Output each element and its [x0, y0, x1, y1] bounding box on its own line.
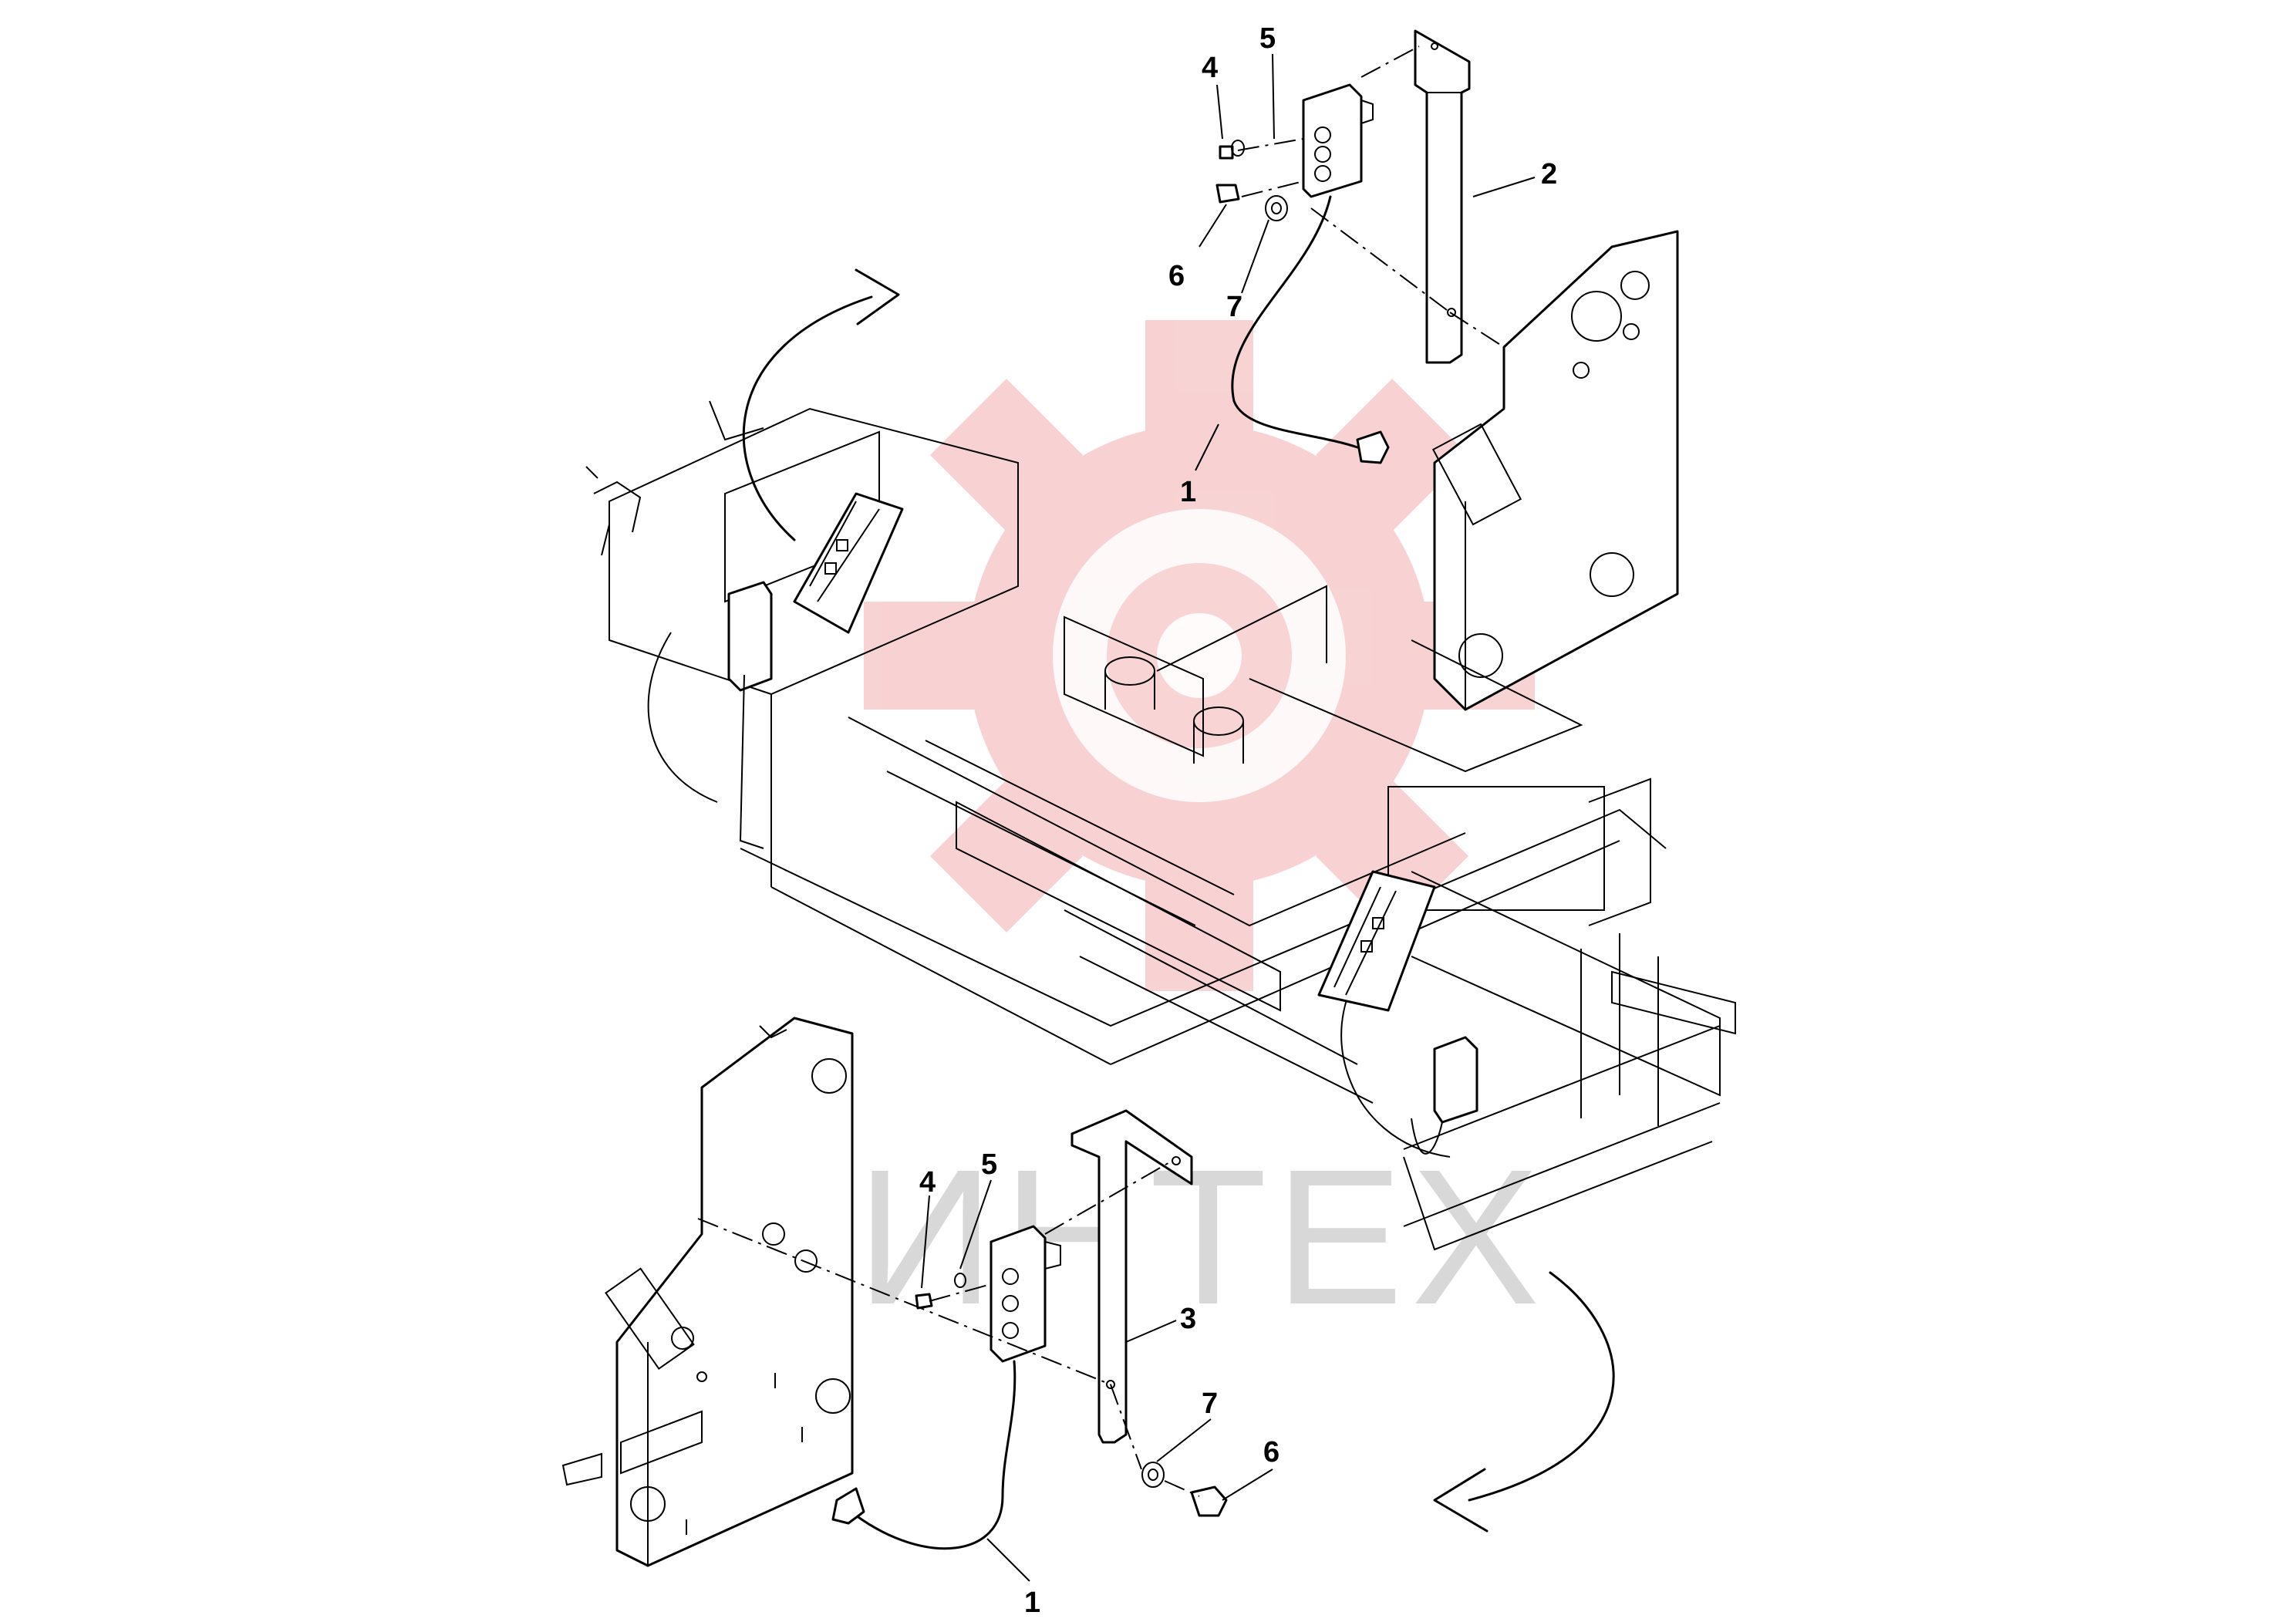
switch-box-mounted-left [727, 581, 773, 849]
assembly-centerlines-lower [697, 1160, 1200, 1497]
side-plate-lower [561, 1017, 854, 1567]
callout-top-2: 2 [1541, 158, 1557, 191]
callout-top-7: 7 [1226, 291, 1242, 323]
side-plate-upper [1431, 230, 1679, 711]
control-panel-left [793, 492, 904, 634]
callout-top-6: 6 [1168, 260, 1185, 292]
control-panel-right [1317, 870, 1436, 1012]
screed-frame-assembly [585, 400, 1736, 1251]
rotate-arrow-upper [742, 268, 900, 541]
callout-bottom-4: 4 [919, 1166, 936, 1199]
callout-top-5: 5 [1259, 22, 1276, 55]
fasteners-upper [1215, 140, 1288, 221]
callout-leaders [921, 53, 1536, 1582]
cable-upper [1231, 195, 1390, 464]
watermark-text: ИНТЕХ [856, 1129, 1547, 1344]
switch-box-upper [1302, 83, 1374, 198]
assembly-centerlines-upper [1237, 46, 1505, 348]
rotate-arrow-lower [1433, 1271, 1615, 1533]
callout-bottom-5: 5 [981, 1148, 997, 1181]
fasteners-lower [916, 1273, 1228, 1517]
callout-bottom-6: 6 [1263, 1436, 1279, 1469]
callout-bottom-7: 7 [1202, 1388, 1218, 1420]
cable-lower [831, 1360, 1017, 1550]
bracket-part-2 [1414, 29, 1471, 364]
callout-bottom-1: 1 [1024, 1587, 1040, 1619]
bracket-part-3 [1070, 1109, 1193, 1444]
callout-bottom-3: 3 [1180, 1303, 1196, 1335]
switch-box-lower [990, 1225, 1061, 1363]
watermark-gear-inner [1053, 509, 1346, 802]
switch-box-mounted-right [1411, 1036, 1478, 1155]
callout-top-4: 4 [1202, 52, 1218, 84]
callout-top-1: 1 [1180, 476, 1196, 508]
